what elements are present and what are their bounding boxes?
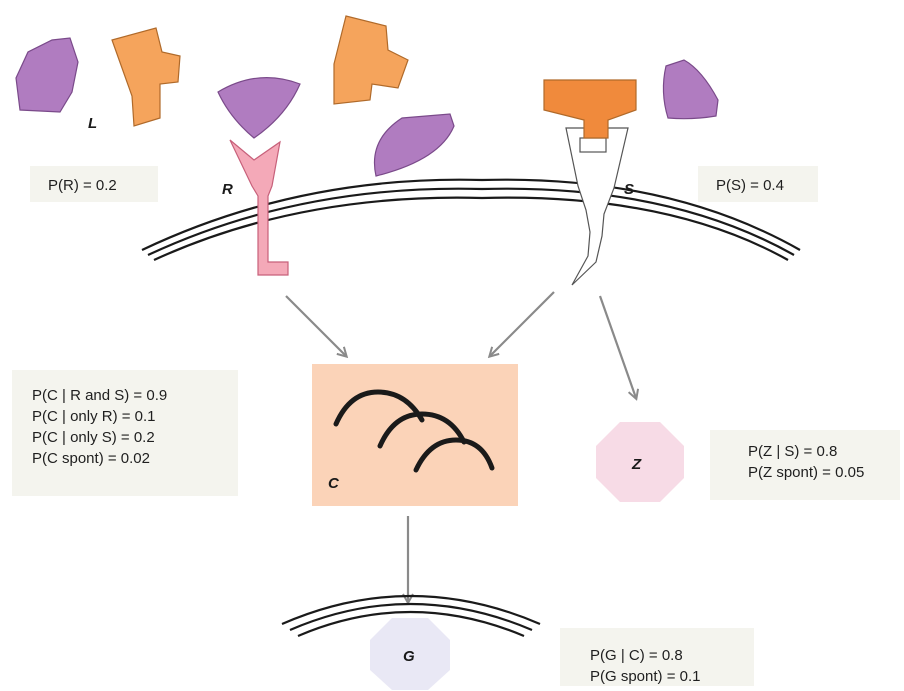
prob-g-given-c: P(G | C) = 0.8	[590, 647, 683, 664]
prob-z-spont: P(Z spont) = 0.05	[748, 464, 864, 481]
label-r: R	[222, 181, 233, 198]
prob-p-s: P(S) = 0.4	[716, 177, 784, 194]
label-s: S	[624, 181, 634, 198]
label-l: L	[88, 115, 97, 132]
prob-c-r-and-s: P(C | R and S) = 0.9	[32, 387, 167, 404]
prob-z-given-s: P(Z | S) = 0.8	[748, 443, 837, 460]
prob-c-only-r: P(C | only R) = 0.1	[32, 408, 156, 425]
purple-ligand-center	[218, 78, 300, 138]
prob-g-spont: P(G spont) = 0.1	[590, 668, 700, 685]
arrow-s-to-z	[600, 296, 636, 398]
label-z: Z	[631, 456, 642, 473]
receptor-s-binding-site	[580, 138, 606, 152]
orange-ligand-right	[334, 16, 408, 104]
label-c: C	[328, 475, 340, 492]
purple-ligand-top-right	[663, 60, 718, 119]
label-g: G	[403, 648, 415, 665]
complex-c-box	[312, 364, 518, 506]
purple-ligand-top-left	[16, 38, 78, 112]
receptor-r	[230, 140, 288, 275]
arrow-r-to-c	[286, 296, 346, 356]
prob-c-only-s: P(C | only S) = 0.2	[32, 429, 155, 446]
prob-c-spont: P(C spont) = 0.02	[32, 450, 150, 467]
arrow-s-to-c	[490, 292, 554, 356]
orange-ligand-left	[112, 28, 180, 126]
purple-ligand-right-center	[374, 114, 454, 176]
prob-p-r: P(R) = 0.2	[48, 177, 117, 194]
